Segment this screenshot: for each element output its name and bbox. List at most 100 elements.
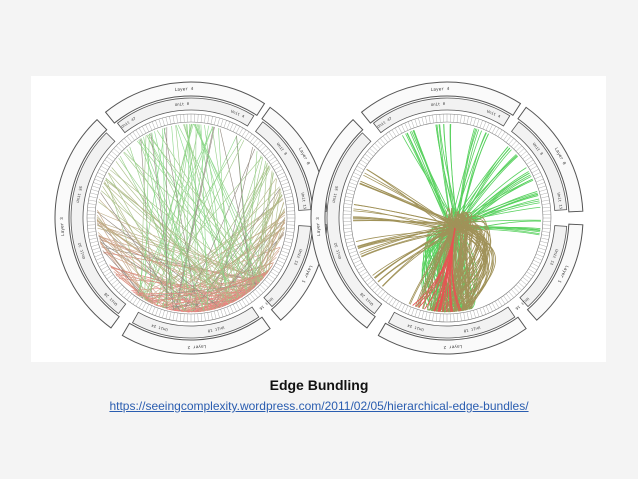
tick bbox=[285, 234, 294, 237]
tick bbox=[349, 182, 357, 186]
tick bbox=[97, 259, 105, 264]
layer-band bbox=[104, 81, 266, 124]
tick bbox=[401, 124, 406, 132]
tick bbox=[435, 114, 438, 123]
source-link[interactable]: https://seeingcomplexity.wordpress.com/2… bbox=[109, 399, 529, 413]
tick bbox=[522, 276, 530, 283]
tick bbox=[397, 126, 403, 134]
edge bbox=[172, 272, 268, 311]
tick bbox=[466, 116, 469, 125]
tick bbox=[533, 259, 541, 264]
tick bbox=[476, 309, 480, 317]
tick bbox=[432, 313, 434, 322]
tick bbox=[281, 250, 289, 254]
edge bbox=[99, 238, 242, 298]
tick bbox=[421, 117, 424, 125]
tick bbox=[428, 115, 431, 124]
tick bbox=[141, 126, 147, 134]
edge bbox=[211, 155, 262, 310]
tick bbox=[141, 302, 147, 310]
tick bbox=[229, 305, 234, 314]
tick bbox=[397, 302, 403, 310]
tick bbox=[226, 121, 231, 130]
tick bbox=[100, 265, 108, 271]
edge bbox=[96, 214, 163, 308]
layer-label: Layer 2 bbox=[443, 343, 462, 350]
edge bbox=[208, 300, 236, 311]
tick bbox=[538, 185, 546, 189]
tick bbox=[500, 131, 506, 139]
tick bbox=[466, 311, 469, 320]
tick bbox=[148, 305, 153, 314]
tick bbox=[283, 244, 292, 247]
tick bbox=[425, 311, 428, 320]
tick bbox=[108, 276, 116, 283]
bundle bbox=[414, 212, 472, 311]
tick bbox=[348, 247, 356, 251]
edge bbox=[215, 194, 283, 309]
tick bbox=[113, 282, 120, 288]
unit-band bbox=[372, 97, 511, 134]
tick bbox=[343, 231, 352, 233]
tick bbox=[535, 178, 544, 183]
unit-label: Unit 4 bbox=[230, 109, 246, 120]
tick bbox=[268, 156, 276, 162]
edge bbox=[180, 301, 234, 312]
tick bbox=[345, 196, 354, 199]
tick bbox=[284, 237, 293, 240]
tick bbox=[169, 116, 172, 125]
tick bbox=[102, 162, 110, 168]
tick bbox=[385, 133, 391, 141]
layer-label: Layer 3 bbox=[59, 217, 66, 237]
layer-band bbox=[54, 118, 120, 329]
edge bbox=[177, 125, 209, 312]
edge bbox=[98, 234, 202, 312]
tick bbox=[520, 150, 527, 157]
tick bbox=[470, 117, 473, 125]
tick bbox=[275, 262, 283, 268]
tick bbox=[92, 185, 100, 189]
tick bbox=[488, 304, 493, 312]
tick bbox=[238, 301, 244, 309]
tick bbox=[89, 196, 98, 199]
tick bbox=[223, 120, 227, 128]
tick bbox=[281, 182, 289, 186]
unit-label: Unit 18 bbox=[207, 324, 225, 333]
edge bbox=[174, 126, 214, 311]
tick bbox=[418, 310, 421, 319]
edge bbox=[162, 197, 284, 308]
tick bbox=[241, 299, 247, 307]
tick bbox=[382, 135, 389, 143]
tick bbox=[497, 299, 503, 307]
tick bbox=[88, 199, 97, 202]
edge bbox=[151, 132, 177, 311]
tick bbox=[524, 156, 532, 162]
tick bbox=[344, 234, 353, 237]
tick bbox=[87, 203, 96, 205]
tick bbox=[138, 127, 144, 135]
tick bbox=[129, 133, 135, 141]
tick bbox=[283, 189, 292, 192]
tick bbox=[94, 253, 103, 258]
edge bbox=[143, 136, 177, 311]
tick bbox=[99, 168, 107, 174]
tick bbox=[247, 133, 253, 141]
bundle bbox=[435, 220, 467, 312]
tick bbox=[90, 192, 98, 195]
tick bbox=[266, 153, 274, 160]
tick bbox=[482, 306, 487, 315]
tick bbox=[360, 159, 368, 165]
tick bbox=[264, 150, 271, 157]
tick bbox=[118, 143, 125, 150]
edge bbox=[183, 148, 256, 312]
tick bbox=[252, 138, 259, 145]
tick bbox=[343, 224, 352, 226]
tick bbox=[93, 182, 101, 186]
tick bbox=[508, 138, 515, 145]
tick bbox=[355, 168, 363, 174]
tick bbox=[348, 185, 356, 189]
unit-label: Unit 0 bbox=[175, 102, 190, 108]
edge bbox=[257, 170, 273, 285]
tick bbox=[135, 299, 141, 307]
